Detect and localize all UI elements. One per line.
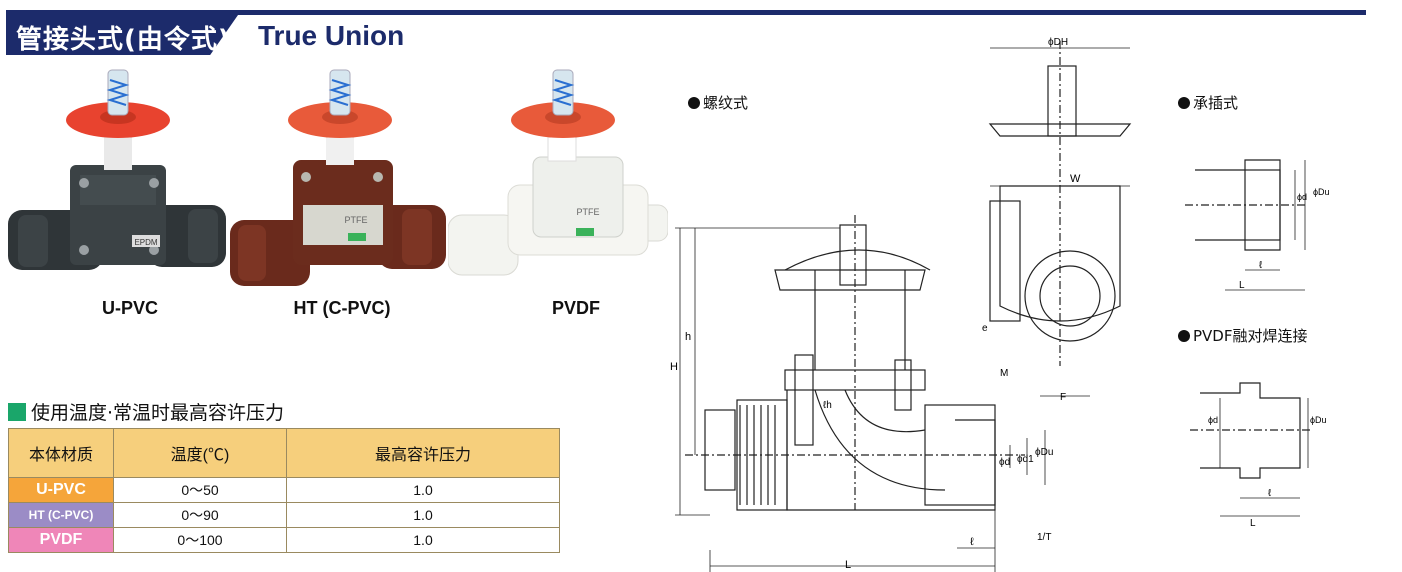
cell-material: U-PVC	[8, 477, 114, 503]
threaded-section-drawing: H h L ℓ ℓh ϕd ϕd1 ϕDu 1/T	[670, 215, 1053, 572]
cell-temp: 0～90	[113, 502, 287, 528]
cell-pressure: 1.0	[286, 477, 560, 503]
cell-temp: 0～100	[113, 527, 287, 553]
cell-temp: 0～50	[113, 477, 287, 503]
pvdf-weld-label: PVDF融对焊连接	[1178, 325, 1308, 346]
cell-material: PVDF	[8, 527, 114, 553]
pvdf-badge-text: PTFE	[576, 207, 599, 217]
upvc-valve-photo: EPDM	[8, 69, 226, 270]
dim-weld-d: ϕd	[1208, 415, 1218, 425]
spec-section-title: 使用温度·常温时最高容许压力	[8, 398, 284, 425]
page-title-en: True Union	[258, 20, 405, 51]
dim-e: e	[982, 323, 988, 334]
cell-material: HT (C-PVC)	[8, 502, 114, 528]
product-label-upvc: U-PVC	[101, 298, 158, 318]
table-row: PVDF 0～100 1.0	[8, 527, 560, 553]
dim-L: L	[845, 559, 851, 571]
cell-pressure: 1.0	[286, 527, 560, 553]
dim-socket-L: L	[1239, 280, 1245, 291]
dim-Du: ϕDu	[1035, 447, 1053, 458]
dim-H: H	[670, 361, 678, 373]
bullet-icon	[1178, 330, 1190, 342]
ht-badge-text: PTFE	[344, 215, 367, 225]
header-tab	[6, 15, 238, 55]
dim-F: F	[1060, 392, 1066, 403]
col-material: 本体材质	[8, 428, 114, 478]
dim-l: ℓ	[970, 536, 974, 548]
dim-DH: ϕDH	[1048, 37, 1068, 48]
col-pressure: 最高容许压力	[286, 428, 560, 478]
dim-T: 1/T	[1037, 532, 1051, 543]
weld-detail-drawing: ϕd ϕDu ℓ L	[1190, 382, 1327, 528]
dim-M: M	[1000, 368, 1008, 379]
cell-pressure: 1.0	[286, 502, 560, 528]
table-row: HT (C-PVC) 0～90 1.0	[8, 502, 560, 528]
product-label-ht: HT (C-PVC)	[293, 298, 391, 318]
upvc-badge-text: EPDM	[134, 238, 157, 247]
dim-d: ϕd	[999, 457, 1010, 468]
ht-valve-photo: PTFE	[230, 69, 446, 286]
dim-weld-Du: ϕDu	[1310, 415, 1327, 425]
dim-W: W	[1070, 173, 1081, 185]
socket-detail-drawing: ϕd ϕDu ℓ L	[1185, 159, 1330, 291]
dim-socket-l: ℓ	[1259, 260, 1263, 271]
dim-h: h	[685, 331, 691, 343]
bullet-icon	[688, 97, 700, 109]
col-temp: 温度(℃)	[113, 428, 287, 478]
threaded-label: 螺纹式	[688, 92, 748, 113]
product-label-pvdf: PVDF	[551, 298, 600, 318]
header-rule	[6, 10, 1366, 15]
table-row: U-PVC 0～50 1.0	[8, 477, 560, 503]
dim-socket-d: ϕd	[1297, 192, 1307, 202]
page-title-cn: 管接头式(由令式)	[16, 25, 231, 55]
bullet-icon	[1178, 97, 1190, 109]
green-square-icon	[8, 402, 26, 421]
top-view-drawing: ϕDH W e M F	[982, 37, 1132, 403]
dim-socket-Du: ϕDu	[1313, 187, 1330, 197]
dim-weld-l: ℓ	[1268, 488, 1272, 499]
dim-lh: ℓh	[823, 400, 832, 411]
spec-table: 本体材质 温度(℃) 最高容许压力 U-PVC 0～50 1.0 HT (C-P…	[8, 428, 560, 553]
socket-label: 承插式	[1178, 92, 1238, 113]
pvdf-valve-photo: PTFE	[448, 69, 668, 276]
dim-weld-L: L	[1250, 518, 1256, 528]
dim-d1: ϕd1	[1017, 454, 1034, 465]
